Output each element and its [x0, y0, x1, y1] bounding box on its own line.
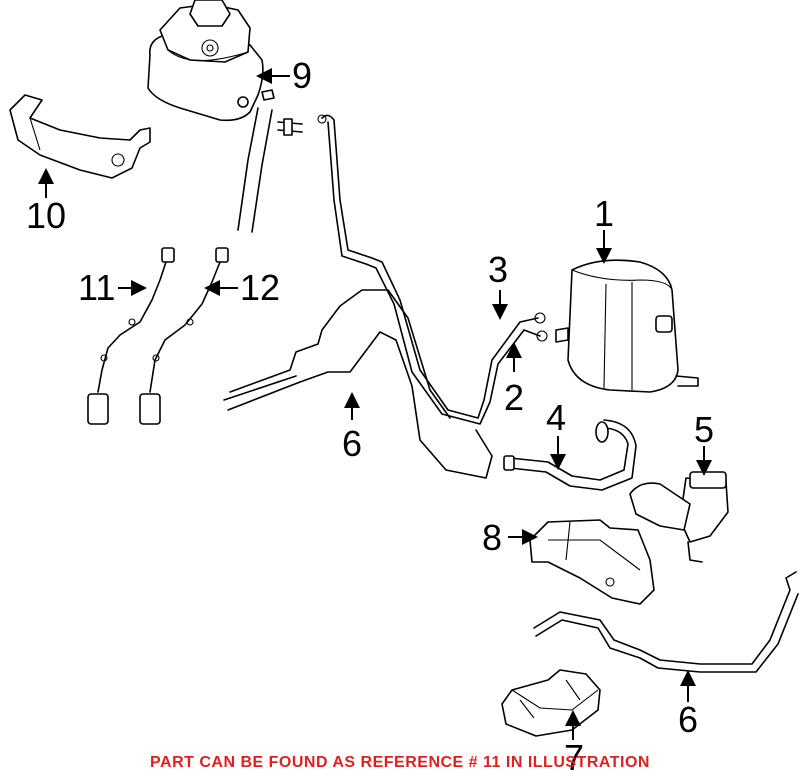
part-7-bracket	[501, 669, 601, 737]
part-4-vent-hose	[503, 419, 637, 491]
part-6-fuel-line-upper	[223, 114, 548, 479]
callout-6a: 6	[342, 423, 362, 464]
callout-2: 2	[504, 377, 524, 418]
callout-8: 8	[482, 517, 502, 558]
part-8-bracket	[529, 519, 655, 605]
part-1-canister	[555, 259, 699, 393]
reference-note: PART CAN BE FOUND AS REFERENCE # 11 IN I…	[150, 754, 650, 771]
callout-1: 1	[594, 193, 614, 234]
callout-6b: 6	[678, 699, 698, 740]
callout-12: 12	[240, 267, 280, 308]
callout-7: 7	[564, 737, 584, 778]
callout-10: 10	[26, 195, 66, 236]
part-6-fuel-line-lower	[533, 571, 799, 673]
callout-3: 3	[488, 249, 508, 290]
part-10-heat-shield	[9, 94, 151, 179]
part-11-harness	[87, 247, 175, 425]
part-9-tank-assembly	[147, 0, 303, 233]
part-12-harness	[139, 247, 229, 425]
callout-4: 4	[546, 397, 566, 438]
callout-9: 9	[292, 55, 312, 96]
callout-11: 11	[78, 267, 115, 308]
callout-5: 5	[694, 409, 714, 450]
part-5-purge-valve	[629, 471, 729, 563]
